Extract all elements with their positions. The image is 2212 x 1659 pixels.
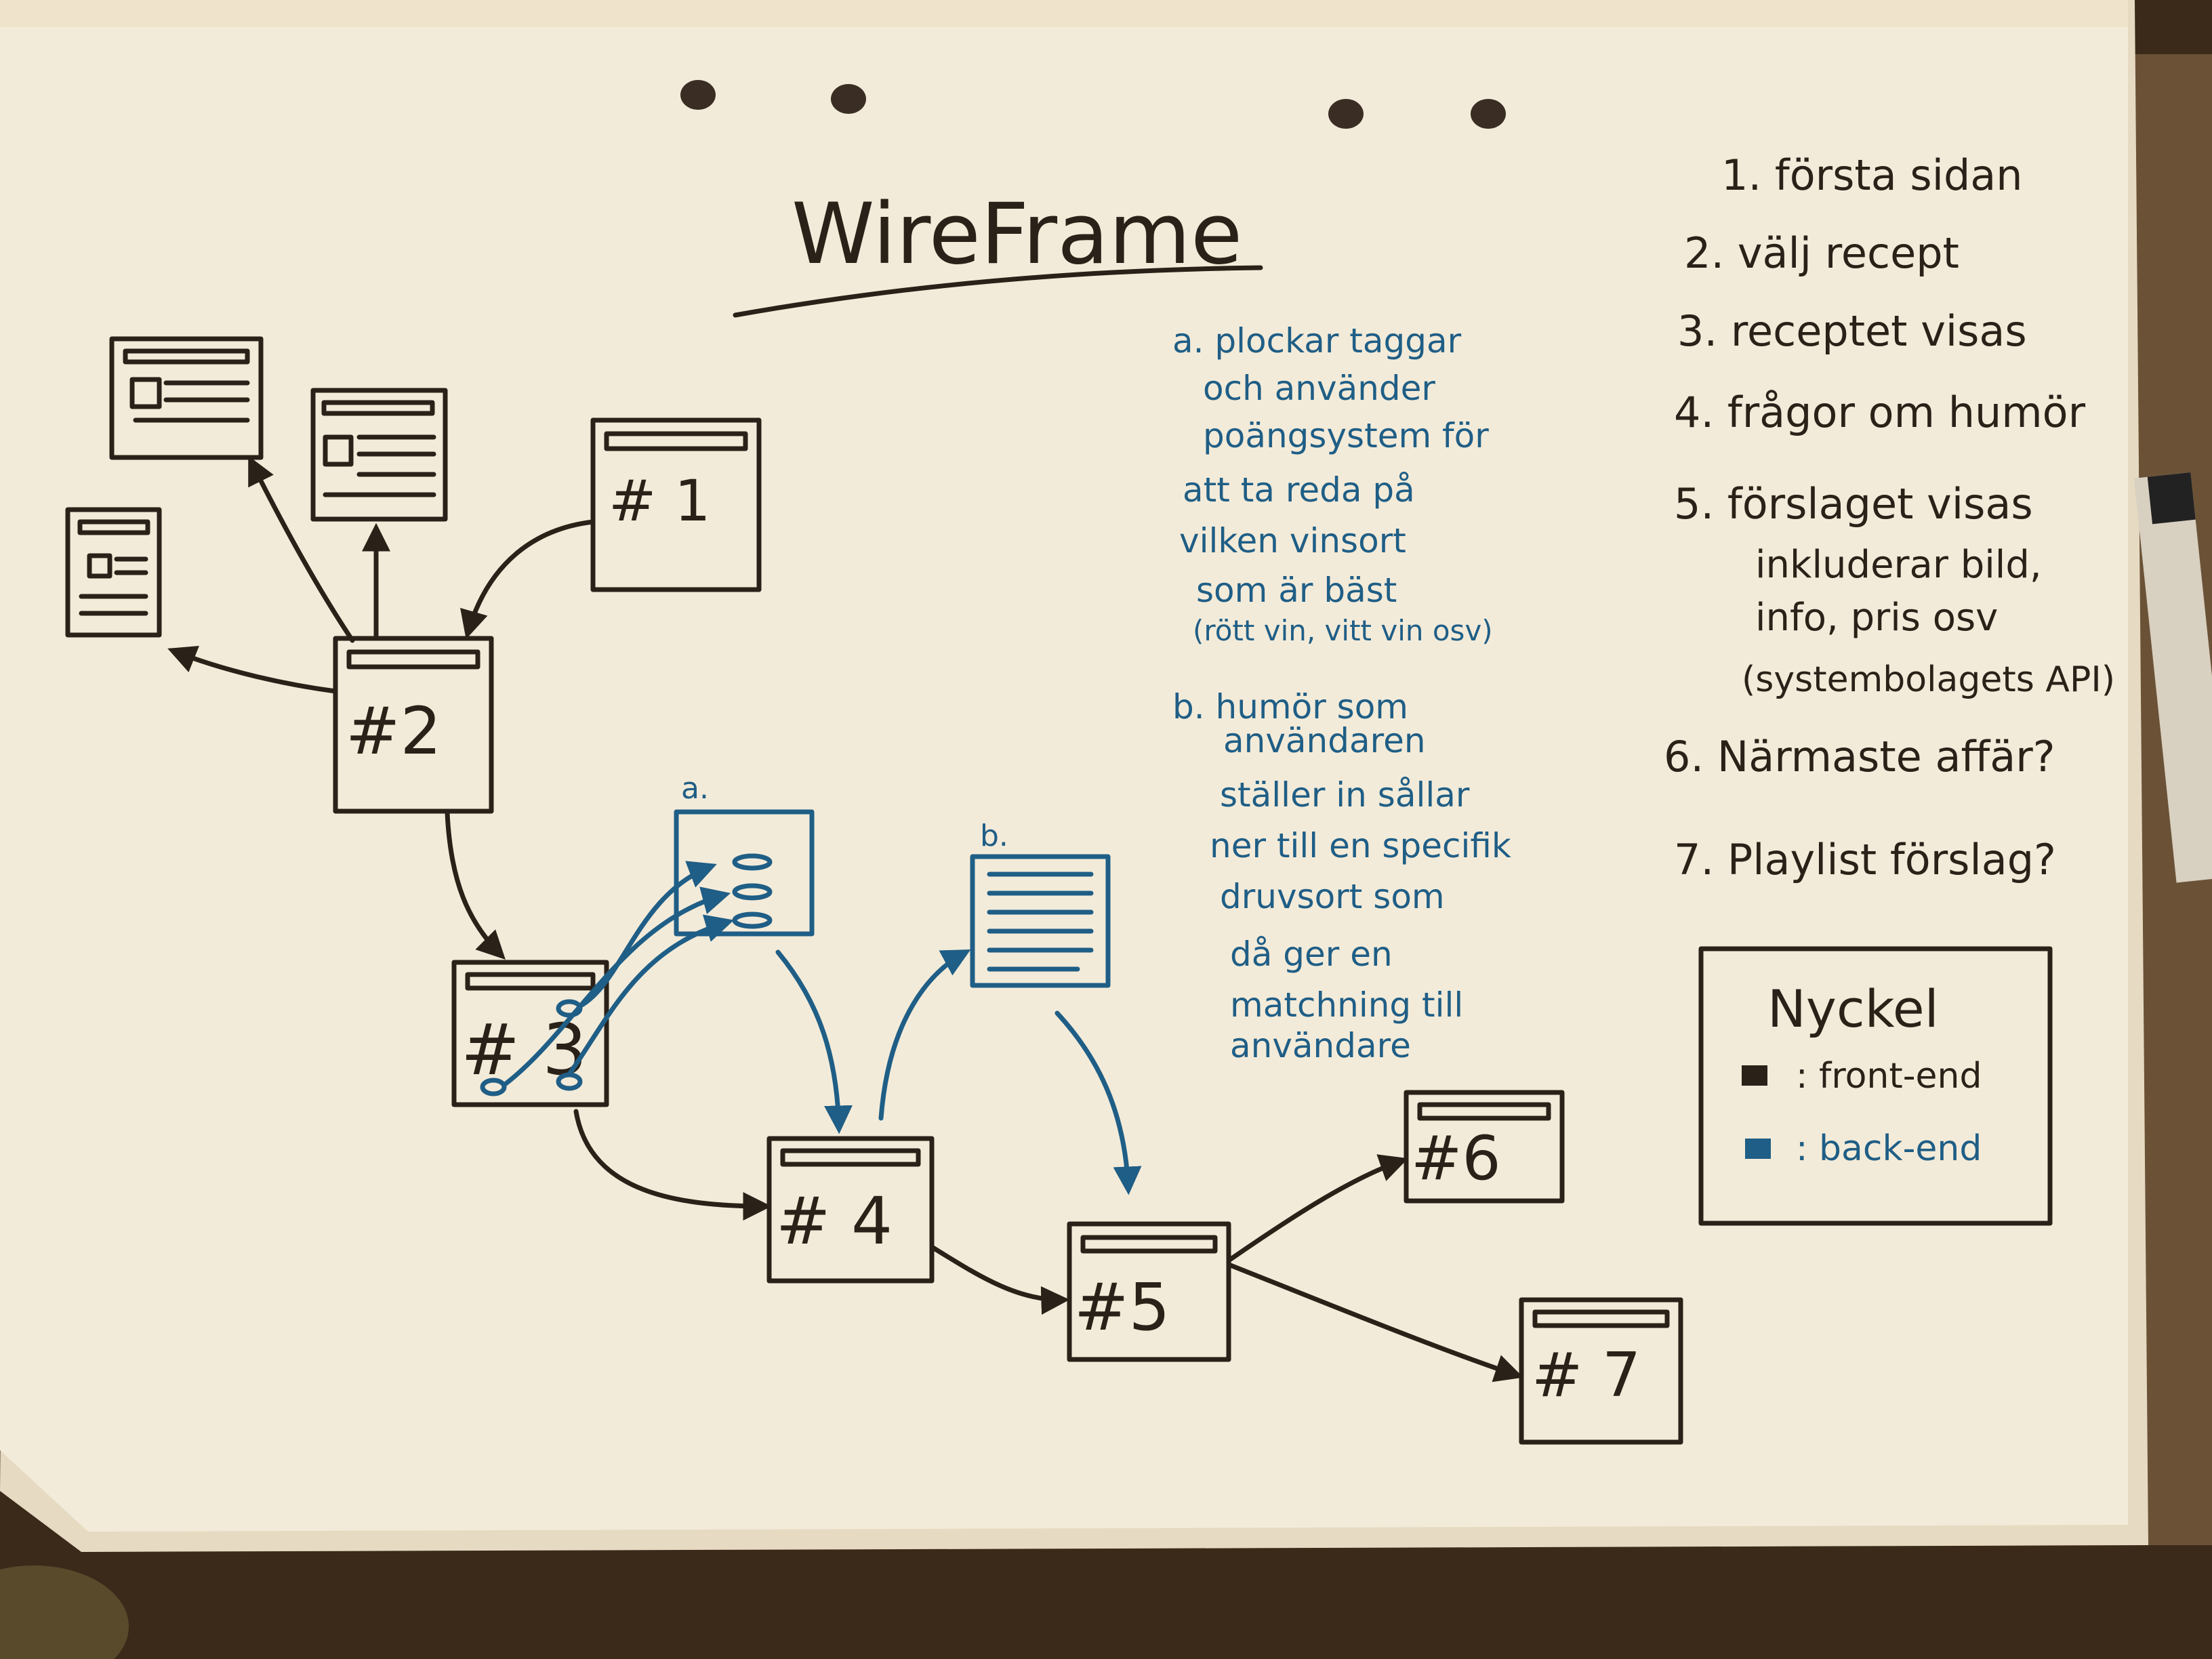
title-underline xyxy=(733,265,1263,318)
back-end-swatch xyxy=(1745,1139,1771,1159)
list-item: 1. första sidan xyxy=(1721,150,2023,200)
front-end-swatch xyxy=(1742,1065,1767,1086)
legend-front-end: : front-end xyxy=(1796,1056,1982,1097)
blanket-corner xyxy=(0,1565,129,1659)
note-a-line: (rött vin, vitt vin osv) xyxy=(1193,614,1493,647)
thumbnail-top-middle xyxy=(310,388,448,522)
note-a-line: a. plockar taggar xyxy=(1172,321,1462,361)
screen-6-label: #6 xyxy=(1411,1123,1501,1194)
list-item: inkluderar bild, xyxy=(1755,543,2042,587)
screen-7-label: # 7 xyxy=(1532,1340,1641,1411)
note-b-line: matchning till xyxy=(1230,985,1463,1025)
note-b-line: ner till en specifik xyxy=(1210,826,1511,865)
screen-1: # 1 xyxy=(590,417,762,592)
list-item: 4. frågor om humör xyxy=(1674,388,2086,437)
screen-4-label: # 4 xyxy=(776,1183,893,1259)
box-b-label: b. xyxy=(980,819,1008,853)
list-item: 7. Playlist förslag? xyxy=(1674,835,2056,884)
screen-6: #6 xyxy=(1404,1090,1565,1204)
notes-b: b. humör som användaren ställer in sålla… xyxy=(1172,687,1511,1065)
paper-top-edge xyxy=(0,0,2128,27)
screen-list: 1. första sidan 2. välj recept 3. recept… xyxy=(1664,150,2115,884)
note-b-line: användaren xyxy=(1223,721,1426,760)
note-a-line: och använder xyxy=(1203,369,1435,408)
note-b-line: druvsort som xyxy=(1220,877,1445,916)
note-b-line: användare xyxy=(1230,1026,1411,1065)
list-item: 5. förslaget visas xyxy=(1674,479,2033,529)
legend: Nyckel : front-end : back-end xyxy=(1698,946,2053,1226)
thumbnail-left xyxy=(65,507,162,638)
box-a-label: a. xyxy=(681,771,709,806)
box-b: b. xyxy=(970,819,1111,988)
legend-back-end: : back-end xyxy=(1796,1128,1982,1169)
list-item: (systembolagets API) xyxy=(1742,659,2115,700)
punch-holes xyxy=(680,80,1506,129)
note-b-line: b. humör som xyxy=(1172,687,1408,726)
list-item: 2. välj recept xyxy=(1684,228,1959,278)
list-item: 6. Närmaste affär? xyxy=(1664,732,2055,781)
screen-2: #2 xyxy=(333,636,494,814)
note-a-line: poängsystem för xyxy=(1203,416,1489,455)
note-b-line: ställer in sållar xyxy=(1220,775,1470,815)
screen-5-label: #5 xyxy=(1074,1269,1170,1345)
pen xyxy=(2133,472,2212,883)
list-item: 3. receptet visas xyxy=(1677,306,2027,356)
note-a-line: att ta reda på xyxy=(1183,470,1415,510)
blue-arrows xyxy=(502,861,1142,1195)
wireframe-title: WireFrame xyxy=(792,186,1242,283)
legend-title: Nyckel xyxy=(1767,979,1939,1039)
paper-sheet xyxy=(0,0,2128,1532)
note-a-line: vilken vinsort xyxy=(1179,521,1406,560)
box-a: a. xyxy=(674,771,815,937)
screen-2-label: #2 xyxy=(346,693,442,769)
note-b-line: då ger en xyxy=(1230,935,1393,974)
screen-1-label: # 1 xyxy=(609,468,711,534)
note-a-line: som är bäst xyxy=(1196,571,1397,610)
list-item: info, pris osv xyxy=(1755,596,1998,640)
thumbnail-top-left xyxy=(109,336,264,460)
notes-a: a. plockar taggar och använder poängsyst… xyxy=(1172,321,1493,647)
flow-arrows xyxy=(167,455,1523,1382)
